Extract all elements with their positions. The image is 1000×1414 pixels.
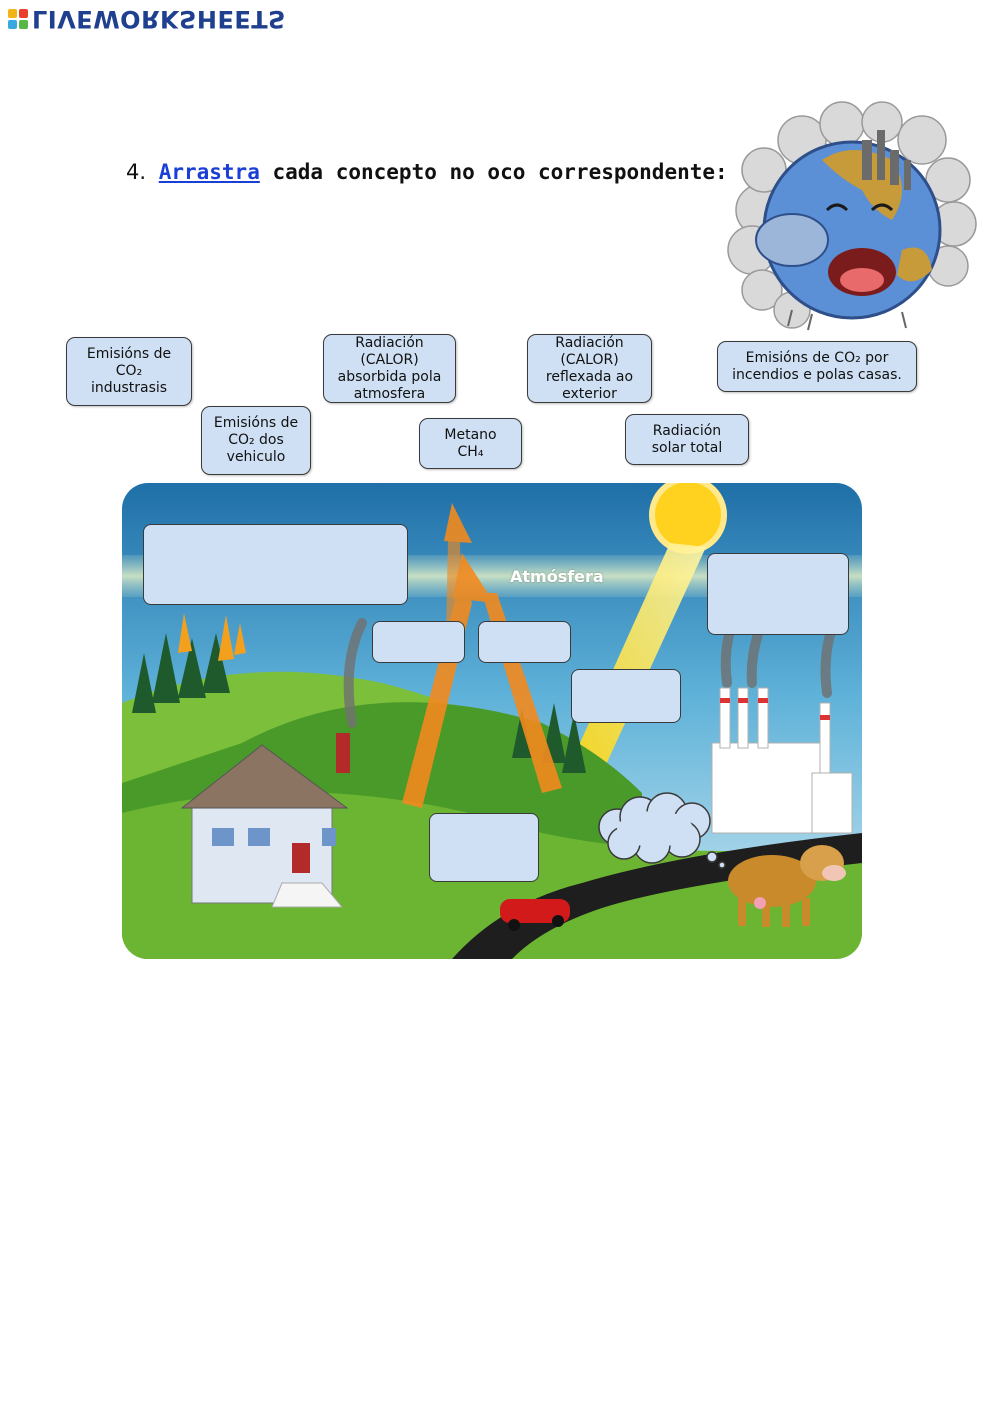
polluted-earth-illustration xyxy=(727,101,977,331)
question-number: 4. xyxy=(126,160,147,184)
instruction-link[interactable]: Arrastra xyxy=(158,160,260,184)
concept-card-co2-incendios[interactable]: Emisións de CO₂ por incendios e polas ca… xyxy=(717,341,917,392)
concept-card-co2-vehiculo[interactable]: Emisións de CO₂ dos vehiculo xyxy=(201,406,311,475)
concept-card-radiacion-reflexada[interactable]: Radiación (CALOR) reflexada ao exterior xyxy=(527,334,652,403)
concept-card-radiacion-solar[interactable]: Radiación solar total xyxy=(625,414,749,465)
logo-blocks-icon xyxy=(8,9,28,29)
drop-zone-7-thought-bubble[interactable] xyxy=(598,800,718,860)
liveworksheets-logo: LIVEWORKSHEETS xyxy=(8,4,286,34)
logo-text: LIVEWORKSHEETS xyxy=(32,5,286,33)
atmosphere-label: Atmósfera xyxy=(510,567,604,586)
drop-zone-3[interactable] xyxy=(372,621,465,663)
drop-zone-6[interactable] xyxy=(429,813,539,882)
drop-zone-5[interactable] xyxy=(571,669,681,723)
concept-card-co2-industrias[interactable]: Emisións de CO₂ industrasis xyxy=(66,337,192,406)
concept-card-radiacion-absorbida[interactable]: Radiación (CALOR) absorbida pola atmosfe… xyxy=(323,334,456,403)
drop-zone-1[interactable] xyxy=(143,524,408,605)
instruction-heading: 4. Arrastra cada concepto no oco corresp… xyxy=(126,160,728,184)
instruction-text: cada concepto no oco correspondente: xyxy=(259,160,728,184)
drop-zone-2[interactable] xyxy=(707,553,849,635)
drop-zone-4[interactable] xyxy=(478,621,571,663)
concept-card-metano[interactable]: Metano CH₄ xyxy=(419,418,522,469)
